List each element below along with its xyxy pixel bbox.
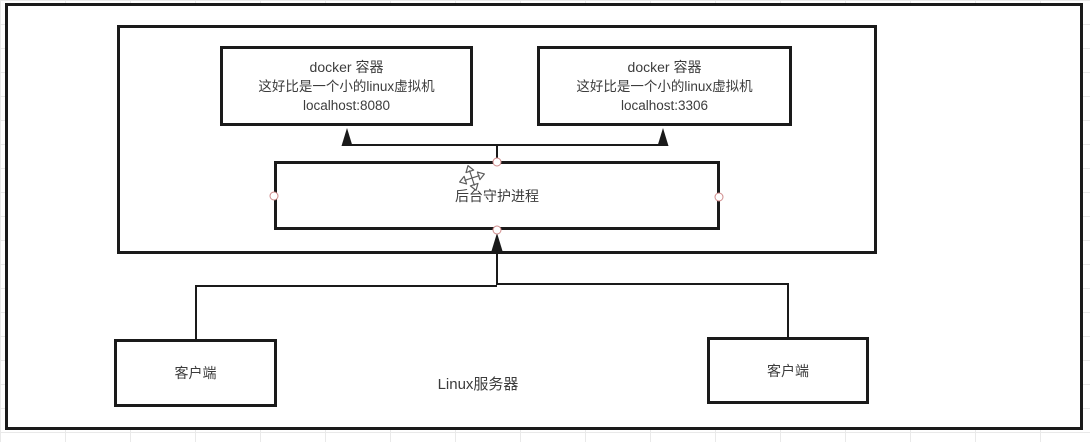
container-description: 这好比是一个小的linux虚拟机 bbox=[576, 78, 753, 94]
container-title: docker 容器 bbox=[627, 58, 702, 75]
docker-container-box-3306[interactable]: docker 容器 这好比是一个小的linux虚拟机 localhost:330… bbox=[537, 46, 792, 126]
daemon-label: 后台守护进程 bbox=[455, 187, 539, 204]
daemon-box[interactable]: 后台守护进程 bbox=[274, 161, 720, 230]
linux-server-label: Linux服务器 bbox=[437, 376, 519, 393]
connection-handle-right[interactable] bbox=[714, 192, 724, 202]
connection-handle-top[interactable] bbox=[492, 157, 502, 167]
connection-handle-bottom[interactable] bbox=[492, 225, 502, 235]
client-label: 客户端 bbox=[767, 362, 809, 379]
client-box-right[interactable]: 客户端 bbox=[707, 337, 869, 404]
container-description: 这好比是一个小的linux虚拟机 bbox=[258, 78, 435, 94]
container-address: localhost:3306 bbox=[620, 97, 709, 113]
container-title: docker 容器 bbox=[309, 58, 384, 75]
connection-handle-left[interactable] bbox=[269, 191, 279, 201]
client-label: 客户端 bbox=[174, 365, 217, 381]
container-address: localhost:8080 bbox=[302, 97, 391, 113]
docker-container-box-8080[interactable]: docker 容器 这好比是一个小的linux虚拟机 localhost:808… bbox=[220, 46, 473, 126]
client-box-left[interactable]: 客户端 bbox=[114, 339, 277, 407]
